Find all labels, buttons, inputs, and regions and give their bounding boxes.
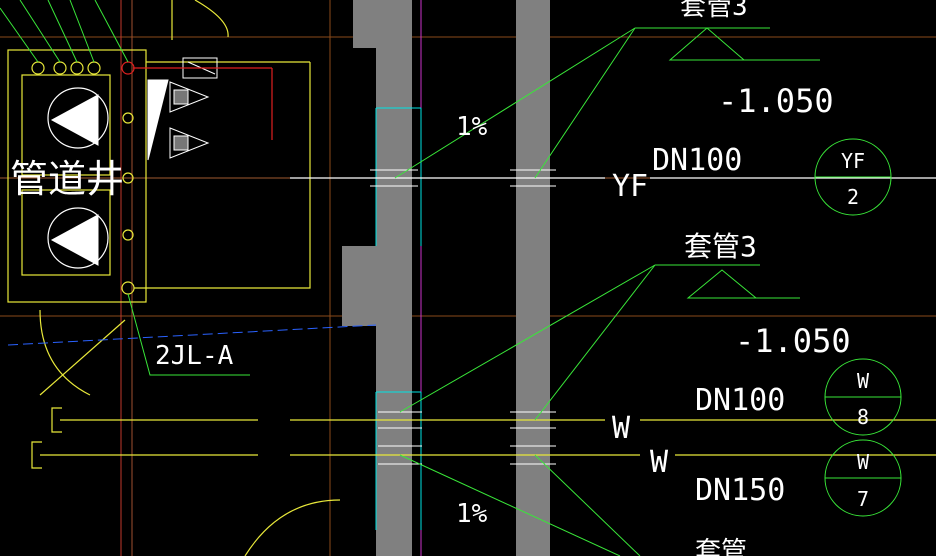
- tag-yf-code: YF: [841, 149, 865, 173]
- w-pipes: [31, 177, 936, 556]
- blue-dashed-line: [7, 324, 377, 346]
- label-pipe-yf: YF: [612, 169, 648, 204]
- label-riser: 2JL-A: [155, 341, 234, 371]
- label-shaft: 管道井: [10, 157, 124, 201]
- label-dn-w-bottom: DN150: [695, 473, 785, 508]
- tag-w7-code: W: [857, 450, 870, 474]
- label-sleeve-mid: 套管3: [684, 230, 757, 263]
- walls: [342, 0, 550, 556]
- label-pipe-w2: W: [650, 445, 669, 480]
- sleeve-leaders: [394, 27, 902, 556]
- label-sleeve-top: 套管3: [680, 0, 748, 22]
- cyan-guides: [375, 107, 422, 530]
- label-pipe-w1: W: [612, 411, 631, 446]
- valve-symbols: [169, 57, 218, 159]
- fan-triangles: [50, 79, 169, 266]
- label-sleeve-bottom: 套管: [695, 537, 747, 556]
- shaft-leaders: [0, 0, 250, 376]
- tag-w7-number: 7: [857, 487, 869, 511]
- label-dn-w-top: DN100: [695, 383, 785, 418]
- sleeves: [370, 169, 556, 465]
- label-elev-top: -1.050: [718, 82, 834, 120]
- tag-w8-code: W: [857, 369, 870, 393]
- label-slope-bottom: 1%: [456, 499, 488, 529]
- label-dn-yf: DN100: [652, 143, 742, 178]
- tag-yf-number: 2: [847, 185, 859, 209]
- tag-w8-number: 8: [857, 405, 869, 429]
- label-slope-top: 1%: [456, 112, 488, 142]
- label-elev-mid: -1.050: [735, 322, 851, 360]
